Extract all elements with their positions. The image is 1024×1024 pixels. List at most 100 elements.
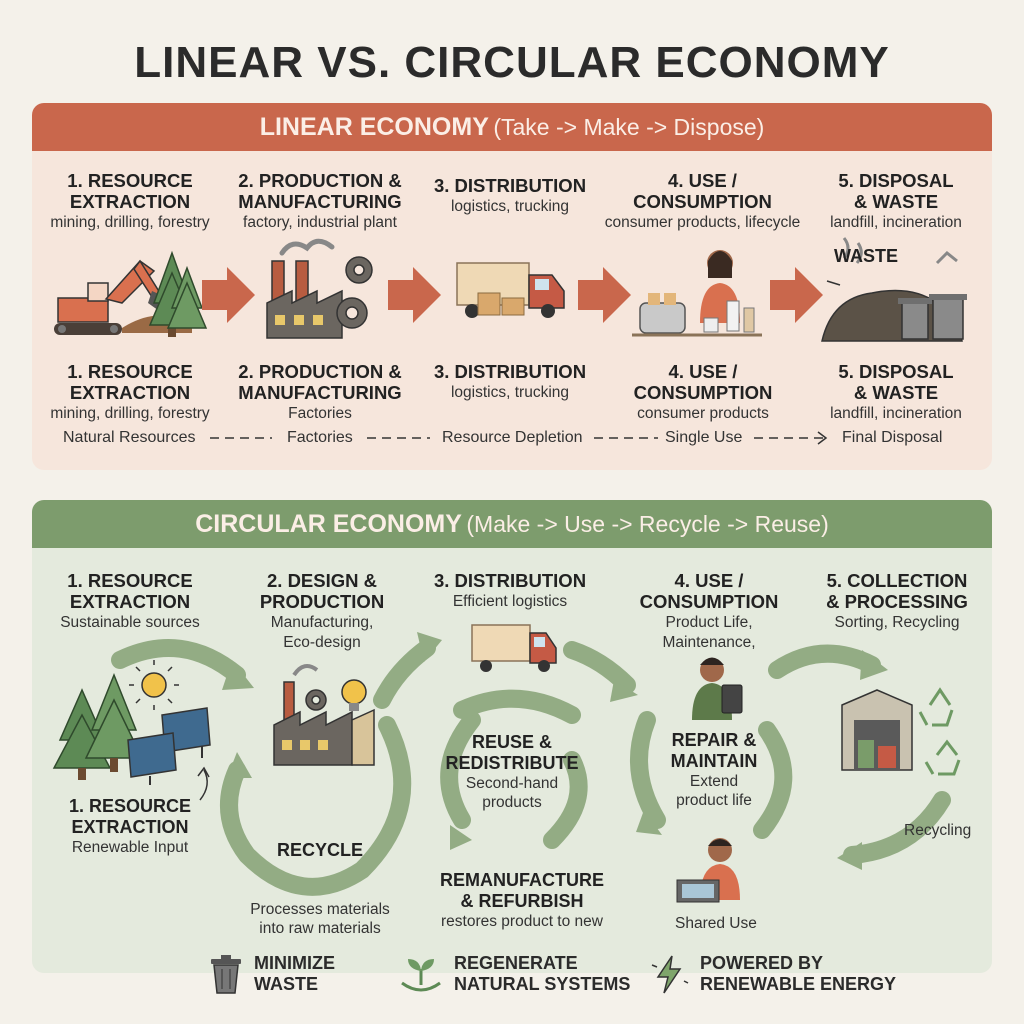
stage-subtitle: Manufacturing,: [270, 614, 374, 631]
curved-arrow-icon: [199, 769, 208, 801]
recycle-label: RECYCLE: [260, 840, 380, 861]
recycle-sub: Processes materials: [250, 901, 390, 918]
factory-icon: [266, 238, 343, 339]
recycle-title: RECYCLE: [276, 840, 363, 860]
stage-title: 1. RESOURCE: [68, 796, 192, 816]
stage-title: 1. RESOURCE: [67, 570, 193, 591]
stage-title: 3. DISTRIBUTION: [433, 361, 587, 382]
solar-panel-icon: [127, 707, 211, 785]
principle-line: NATURAL SYSTEMS: [454, 974, 631, 994]
principle-minimize-waste: MINIMIZE WASTE: [208, 953, 335, 995]
stage-title: & WASTE: [853, 382, 939, 403]
pine-tree-icon: [148, 250, 208, 337]
principle-line: POWERED BY: [700, 953, 824, 973]
stage-subtitle: mining, drilling, forestry: [50, 405, 210, 422]
stage-title: 5. DISPOSAL: [838, 170, 954, 191]
remanufacture-sub: restores product to new: [441, 913, 603, 930]
stage-subtitle: Efficient logistics: [452, 593, 568, 610]
repair-sub: product life: [676, 792, 752, 809]
linear-header-title: LINEAR ECONOMY: [259, 113, 489, 141]
circular-header-title: CIRCULAR ECONOMY: [195, 510, 462, 538]
stage-title: MANUFACTURING: [238, 191, 402, 212]
linear-stage-4-top: 4. USE / CONSUMPTION consumer products, …: [595, 170, 810, 232]
flow-label: Single Use: [665, 429, 743, 446]
stage-subtitle: logistics, trucking: [450, 384, 569, 401]
sun-icon: [129, 660, 179, 710]
stage-subtitle: Factories: [288, 405, 352, 422]
renewable-extraction-label: 1. RESOURCE EXTRACTION Renewable Input: [40, 796, 220, 857]
remanufacture-title: & REFURBISH: [460, 891, 584, 911]
stage-title: 2. DESIGN &: [267, 570, 377, 591]
arrow-right-icon: [388, 267, 441, 323]
reuse-title: REUSE &: [471, 732, 552, 752]
linear-header-subtitle: (Take -> Make -> Dispose): [493, 114, 765, 140]
trash-can-icon: [211, 955, 241, 994]
stage-title: 2. PRODUCTION &: [238, 361, 402, 382]
principle-line: RENEWABLE ENERGY: [700, 974, 897, 994]
circular-stage-1: 1. RESOURCE EXTRACTION Sustainable sourc…: [35, 570, 225, 632]
stage-title: 3. DISTRIBUTION: [433, 570, 587, 591]
stage-title: EXTRACTION: [69, 382, 191, 403]
repair-title: MAINTAIN: [670, 751, 758, 771]
delivery-truck-icon: [471, 624, 557, 672]
linear-header: LINEAR ECONOMY (Take -> Make -> Dispose): [32, 103, 992, 151]
stage-subtitle: logistics, trucking: [450, 198, 569, 215]
stage-title: 3. DISTRIBUTION: [433, 175, 587, 196]
gear-icon: [336, 256, 373, 329]
principle-line: REGENERATE: [454, 953, 578, 973]
person-with-tablet-icon: [692, 657, 743, 720]
stage-title: & PROCESSING: [826, 591, 968, 612]
linear-stage-5-bottom: 5. DISPOSAL & WASTE landfill, incinerati…: [801, 361, 991, 423]
stage-subtitle: factory, industrial plant: [243, 214, 397, 231]
stage-title: CONSUMPTION: [639, 591, 779, 612]
linear-flow-arrows: [202, 267, 823, 323]
lightning-icon: [651, 955, 689, 994]
stage-title: 4. USE /: [674, 570, 744, 591]
reuse-title: REDISTRIBUTE: [445, 753, 579, 773]
linear-illustrations: [54, 237, 967, 342]
stage-subtitle: Eco-design: [283, 634, 361, 651]
circular-stage-5: 5. COLLECTION & PROCESSING Sorting, Recy…: [802, 570, 992, 632]
circular-illustrations: [52, 624, 961, 903]
stage-title: MANUFACTURING: [238, 382, 402, 403]
recycle-description: Processes materials into raw materials: [235, 900, 405, 938]
circular-stage-3: 3. DISTRIBUTION Efficient logistics: [415, 570, 605, 611]
linear-stage-4-bottom: 4. USE / CONSUMPTION consumer products: [608, 361, 798, 423]
factory-icon: [273, 664, 375, 766]
stage-subtitle: Sorting, Recycling: [834, 614, 960, 631]
repair-label: REPAIR & MAINTAIN Extend product life: [649, 730, 779, 810]
waste-label: WASTE: [834, 246, 899, 266]
consumer-person-icon: [632, 250, 762, 337]
shared-use-label: Shared Use: [675, 914, 757, 933]
page-title: LINEAR VS. CIRCULAR ECONOMY: [134, 38, 890, 87]
gear-icon: [305, 689, 327, 711]
delivery-truck-icon: [456, 262, 565, 318]
circular-economy-panel: CIRCULAR ECONOMY (Make -> Use -> Recycle…: [32, 500, 992, 973]
recycle-sub: into raw materials: [259, 920, 381, 937]
recycling-text: Recycling: [904, 822, 972, 839]
flow-label: Resource Depletion: [442, 429, 583, 446]
stage-subtitle: consumer products, lifecycle: [604, 214, 801, 231]
stage-title: EXTRACTION: [69, 591, 191, 612]
stage-subtitle: mining, drilling, forestry: [50, 214, 210, 231]
stage-title: 1. RESOURCE: [67, 170, 193, 191]
linear-flow-line: [210, 431, 828, 445]
linear-economy-panel: LINEAR ECONOMY (Take -> Make -> Dispose)…: [32, 103, 992, 470]
stage-title: EXTRACTION: [71, 817, 189, 837]
flow-label: Natural Resources: [63, 429, 196, 446]
arrow-right-icon: [578, 267, 631, 323]
stage-title: 5. DISPOSAL: [838, 361, 954, 382]
reuse-label: REUSE & REDISTRIBUTE Second-hand product…: [437, 732, 587, 812]
reuse-sub: Second-hand: [465, 775, 559, 792]
repair-title: REPAIR &: [671, 730, 757, 750]
stage-title: PRODUCTION: [259, 591, 385, 612]
remanufacture-title: REMANUFACTURE: [440, 870, 604, 890]
circular-header: CIRCULAR ECONOMY (Make -> Use -> Recycle…: [32, 500, 992, 548]
linear-stage-3-top: 3. DISTRIBUTION logistics, trucking: [415, 175, 605, 216]
linear-stage-2-top: 2. PRODUCTION & MANUFACTURING factory, i…: [225, 170, 415, 232]
circular-stage-4: 4. USE / CONSUMPTION Product Life, Maint…: [614, 570, 804, 652]
recycling-label: Recycling: [904, 821, 971, 840]
stage-title: 1. RESOURCE: [67, 361, 193, 382]
stage-title: EXTRACTION: [69, 191, 191, 212]
stage-subtitle: Product Life,: [665, 614, 753, 631]
